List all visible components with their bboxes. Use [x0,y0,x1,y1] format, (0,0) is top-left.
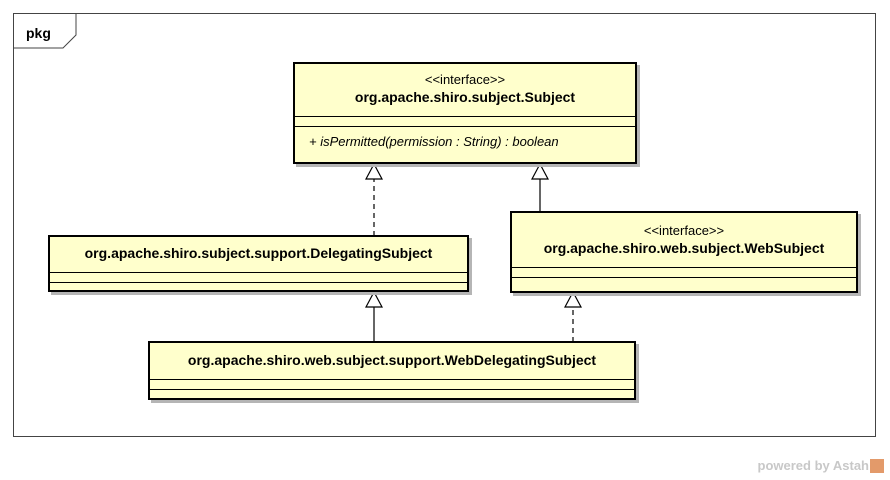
attribute-compartment [512,267,856,277]
operation-is-permitted: + isPermitted(permission : String) : boo… [309,134,559,149]
stereotype-label: <<interface>> [643,223,725,238]
package-tab [13,13,77,49]
package-frame [13,13,876,437]
attribute-compartment [150,379,634,389]
arrowhead-webdelegating-delegating [365,290,383,308]
class-name: org.apache.shiro.web.subject.support.Web… [187,352,597,368]
class-web-delegating-subject[interactable]: org.apache.shiro.web.subject.support.Web… [148,341,636,400]
class-subject[interactable]: <<interface>> org.apache.shiro.subject.S… [293,62,637,164]
watermark-text: powered by Astah [757,458,869,473]
class-delegating-subject[interactable]: org.apache.shiro.subject.support.Delegat… [48,235,469,292]
attribute-compartment [295,116,635,126]
astah-logo-icon [870,459,884,473]
package-label: pkg [26,25,51,41]
arrowhead-websubject-subject [531,162,549,180]
operation-compartment [50,282,467,290]
operation-compartment [512,277,856,291]
class-name: org.apache.shiro.subject.Subject [354,89,576,105]
arrowhead-webdelegating-websubject [564,290,582,308]
class-web-subject[interactable]: <<interface>> org.apache.shiro.web.subje… [510,211,858,293]
stereotype-label: <<interface>> [424,72,506,87]
class-name: org.apache.shiro.web.subject.WebSubject [543,240,825,256]
class-name: org.apache.shiro.subject.support.Delegat… [84,245,433,261]
operation-compartment: + isPermitted(permission : String) : boo… [295,126,635,150]
attribute-compartment [50,272,467,282]
operation-compartment [150,389,634,398]
astah-watermark: powered by Astah [758,458,884,474]
arrowhead-delegating-subject [365,162,383,180]
